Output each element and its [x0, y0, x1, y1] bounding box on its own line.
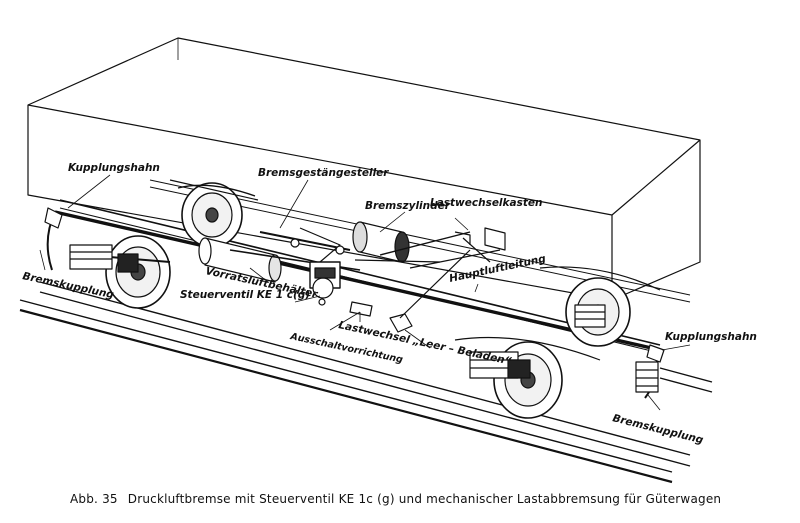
main-air-line [54, 210, 661, 352]
label-bremszylinder: Bremszylinder [365, 200, 451, 212]
wheelset-right-front [454, 336, 601, 419]
figure-number: Abb. 35 [70, 492, 118, 506]
label-bremskupplung-left: Bremskupplung [21, 270, 115, 301]
label-steuerventil: Steuerventil KE 1 c(g) [180, 289, 310, 301]
label-bremskupplung-right: Bremskupplung [611, 412, 705, 446]
wheelset-left-rear [169, 179, 259, 248]
brake-coupling-left [44, 207, 63, 271]
figure-caption: Abb. 35 Druckluftbremse mit Steuerventil… [70, 492, 770, 506]
cutout-device [318, 298, 373, 317]
wheelset-left-front [69, 235, 171, 309]
label-kupplungshahn-right: Kupplungshahn [665, 331, 757, 343]
label-kupplungshahn-left: Kupplungshahn [68, 162, 160, 174]
load-change-lever [389, 249, 471, 333]
brake-coupling-right [635, 344, 665, 399]
supply-air-reservoir [198, 237, 282, 283]
leader-lines [39, 174, 691, 411]
rails [19, 281, 713, 484]
load-change-box [454, 227, 506, 263]
label-lastwechsel: Lastwechsel „Leer – Beladen“ [337, 319, 512, 367]
label-bremsgestaengesteller: Bremsgestängesteller [258, 167, 389, 179]
label-lastwechselkasten: Lastwechselkasten [430, 197, 542, 209]
wheelset-right-rear [539, 266, 661, 347]
control-valve [309, 261, 341, 299]
figure-caption-text: Druckluftbremse mit Steuerventil KE 1c (… [127, 492, 722, 506]
wagon-body [27, 37, 701, 301]
